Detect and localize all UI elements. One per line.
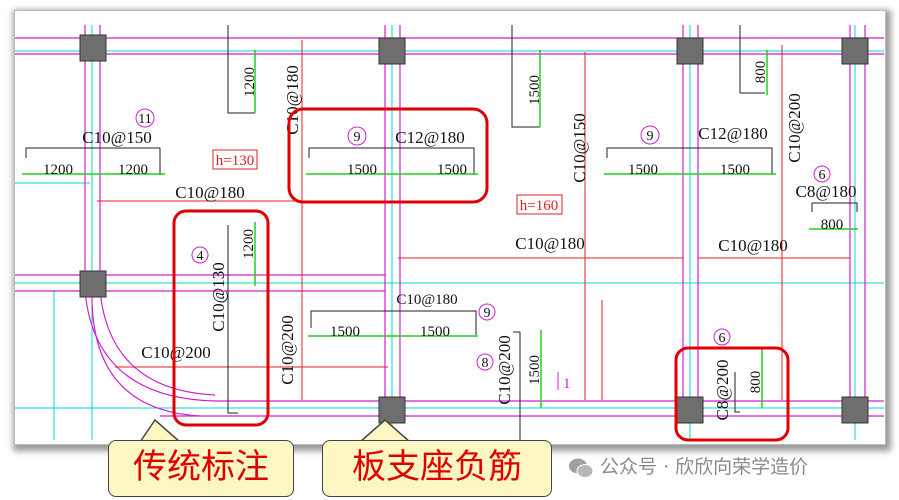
rebar-label: C10@200 [785,93,804,163]
rebar-label: C10@180 [175,183,245,202]
axis-lines [15,25,884,440]
dimension-label: 1200 [118,162,148,178]
rebar-label: C12@180 [698,124,768,143]
column [79,34,107,62]
dimension-label: 1200 [43,162,73,178]
dimension-brackets [25,25,858,445]
rebar-label: C10@200 [495,335,514,405]
dimension-label: 1500 [527,355,543,385]
mark-number: 6 [719,331,726,346]
dimension-label: 1200 [242,67,258,97]
mark-circles [135,108,831,371]
wechat-icon [569,458,594,478]
column [378,37,406,65]
drawing-frame [14,10,886,445]
dimension-label: 1500 [720,162,750,178]
mark-number: 9 [484,306,491,321]
dimension-label: 800 [748,371,764,394]
dimension-label: 800 [753,61,769,84]
mark-number: 4 [197,249,204,264]
highlight-boxes [172,107,790,442]
highlight-box [287,107,489,204]
rebar-label: C10@180 [396,292,457,308]
dimension-label: 1200 [241,229,257,259]
rebar-lines [97,40,850,400]
dimension-label: 1500 [628,162,658,178]
rebar-label: C10@130 [209,262,228,332]
watermark-text: 公众号 · 欣欣向荣学造价 [600,456,809,478]
dimension-label: 1500 [330,324,360,340]
dimension-label: 800 [821,217,844,233]
mark-number: 8 [482,356,489,371]
callout-support-rebar: 板支座负筋 [322,440,552,497]
column [841,396,869,424]
rebar-label: C10@180 [283,65,302,135]
slab-thickness: h=160 [520,198,558,214]
mark-number: 6 [819,168,826,183]
rebar-label: C8@200 [713,360,732,421]
section-label: 1 [563,376,571,392]
dimension-label: 1500 [420,324,450,340]
rebar-label: C10@180 [515,234,585,253]
rebar-label: C12@180 [395,128,465,147]
watermark: 公众号 · 欣欣向荣学造价 [568,452,808,479]
rebar-label: C10@150 [82,128,152,147]
thickness-box [516,194,563,215]
rebar-label: C10@150 [570,113,589,183]
highlight-box [172,209,270,427]
rebar-label: C10@200 [141,343,211,362]
rebar-label: C10@180 [718,236,788,255]
column [79,270,107,298]
dimension-label: 1500 [437,162,467,178]
mark-number: 11 [138,112,151,127]
columns [79,34,869,424]
slab-thickness: h=130 [216,153,254,169]
thickness-box [212,149,258,170]
column [378,396,406,424]
column [676,396,704,424]
dimension-label: 1500 [347,162,377,178]
rebar-label: C10@200 [278,315,297,385]
mark-number: 9 [354,130,361,145]
callout-traditional-annotation: 传统标注 [108,440,294,497]
dimension-label: 1500 [527,75,543,105]
mark-number: 9 [647,129,654,144]
callout-pointer [138,418,182,443]
highlight-box [674,346,790,442]
rebar-label: C8@180 [796,182,857,201]
column [676,37,704,65]
dimension-lines [22,50,858,408]
column [841,37,869,65]
